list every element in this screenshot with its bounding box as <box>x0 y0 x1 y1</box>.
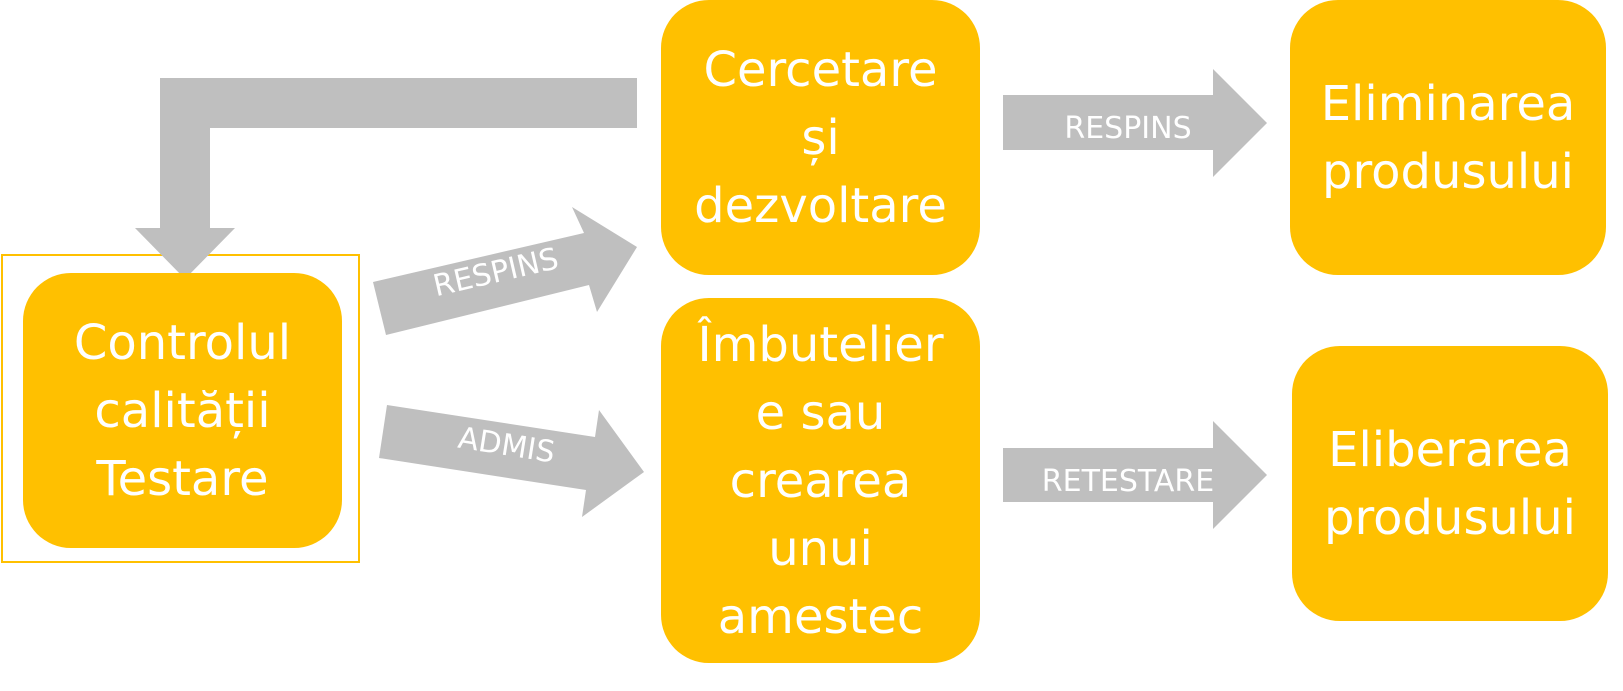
arrow-research-to-elimination <box>1003 69 1267 177</box>
arrow-qc-to-bottling <box>379 405 644 517</box>
node-research-development: Cercetare și dezvoltare <box>661 0 980 275</box>
arrow-bottling-to-release <box>1003 421 1267 529</box>
node-quality-control: Controlul calității Testare <box>23 273 342 548</box>
feedback-elbow-arrow <box>135 78 637 279</box>
node-bottling-blending: Îmbutelier e sau crearea unui amestec <box>661 298 980 663</box>
node-product-release: Eliberarea produsului <box>1292 346 1608 621</box>
edge-label-research-to-elimination: RESPINS <box>1064 111 1191 146</box>
arrow-qc-to-research <box>373 207 637 335</box>
node-product-elimination: Eliminarea produsului <box>1290 0 1606 275</box>
edge-label-bottling-to-release: RETESTARE <box>1042 464 1214 499</box>
